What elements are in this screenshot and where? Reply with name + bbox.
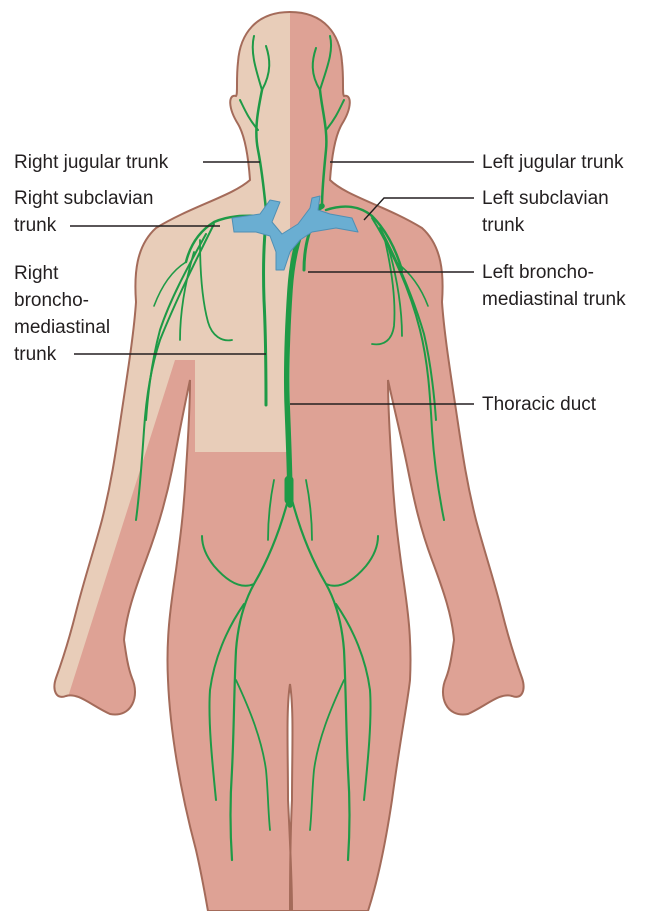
label-right-subclavian-trunk: Right subclavian trunk — [14, 188, 154, 236]
label-right-jugular-trunk: Right jugular trunk — [14, 152, 169, 173]
label-right-bronchomediastinal-trunk: Right broncho- mediastinal trunk — [14, 263, 111, 365]
label-left-jugular-trunk: Left jugular trunk — [482, 152, 624, 173]
right-bronchomediastinal-trunk-vessel — [262, 220, 268, 407]
subclavian-and-brachiocephalic-veins — [231, 195, 359, 271]
left-subclavian-trunk-vessel — [324, 205, 404, 272]
leader-left-subclavian — [363, 197, 474, 221]
label-left-bronchomediastinal-trunk: Left broncho- mediastinal trunk — [482, 262, 626, 310]
label-thoracic-duct: Thoracic duct — [482, 394, 597, 415]
label-left-subclavian-trunk: Left subclavian trunk — [482, 188, 609, 236]
leader-lines — [70, 161, 474, 405]
left-jugular-trunk-vessel — [318, 88, 328, 208]
right-jugular-trunk-vessel — [255, 88, 268, 212]
